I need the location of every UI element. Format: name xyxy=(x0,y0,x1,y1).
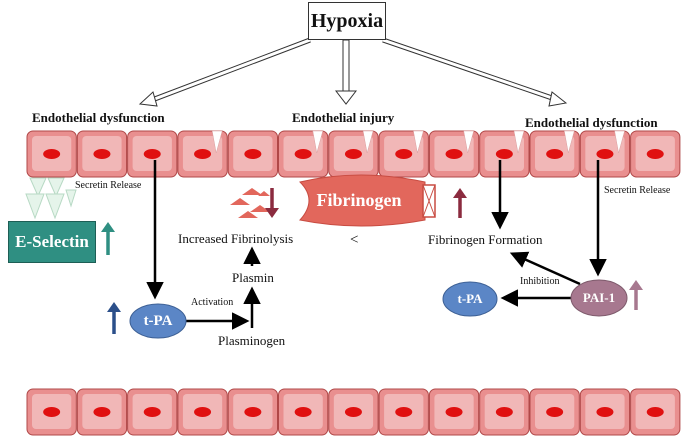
endothelial-cell-row-bottom xyxy=(26,388,681,436)
fibrinogen-label: Fibrinogen xyxy=(316,189,402,210)
injury-gap xyxy=(312,130,324,154)
cell-nucleus xyxy=(244,149,262,159)
plasmin-label: Plasmin xyxy=(232,270,274,285)
e-selectin-box: E-Selectin xyxy=(8,221,96,263)
less-than-symbol: < xyxy=(350,232,359,248)
tpa-right-ellipse xyxy=(442,281,498,317)
endothelial-cell xyxy=(76,130,128,178)
activation-label: Activation xyxy=(191,297,234,308)
endothelial-cell xyxy=(127,388,178,436)
hypoxia-to-dysfunction-right-arrow xyxy=(382,37,568,107)
hypoxia-to-dysfunction-left-arrow xyxy=(138,37,311,107)
cell-nucleus xyxy=(294,407,312,417)
e-selectin-up-arrow xyxy=(101,222,115,255)
injury-gap xyxy=(513,130,525,154)
endothelial-cell xyxy=(529,388,580,436)
endothelial-cell-row-top xyxy=(26,130,681,178)
fibrin-fragments xyxy=(230,188,270,218)
e-selectin-secretion-arrows xyxy=(25,177,77,220)
pai1-label: PAI-1 xyxy=(582,290,616,305)
hypoxia-title: Hypoxia xyxy=(308,2,386,40)
cell-nucleus xyxy=(294,149,312,159)
tpa-up-arrow xyxy=(107,302,121,334)
tpa-left-label: t-PA xyxy=(143,312,173,329)
endothelial-cell xyxy=(278,388,329,436)
cell-nucleus xyxy=(395,149,413,159)
endothelial-cell xyxy=(630,388,681,436)
increased-fibrinolysis-label: Increased Fibrinolysis xyxy=(178,231,294,246)
endothelial-cell xyxy=(479,388,530,436)
cell-nucleus xyxy=(646,407,664,417)
fibrinogen-down-arrow xyxy=(265,188,279,218)
cell-nucleus xyxy=(344,149,362,159)
secretin-release-left-label: Secretin Release xyxy=(75,180,142,191)
pai1-ellipse xyxy=(570,279,628,317)
endothelial-cell xyxy=(579,388,631,436)
cell-nucleus xyxy=(596,149,614,159)
cell-nucleus xyxy=(495,407,513,417)
cell-nucleus xyxy=(194,407,212,417)
cell-nucleus xyxy=(93,407,111,417)
endothelial-cell xyxy=(26,388,77,436)
injury-gap xyxy=(413,130,424,154)
cell-nucleus xyxy=(546,407,564,417)
endothelial-cell xyxy=(177,388,228,436)
fibrinogen-molecule xyxy=(299,174,436,227)
injury-gap xyxy=(614,130,625,154)
cell-nucleus xyxy=(344,407,362,417)
pai1-to-fibrinogen-formation-arrow xyxy=(509,251,581,286)
inhibition-label: Inhibition xyxy=(520,276,560,287)
endothelial-dysfunction-left-label: Endothelial dysfunction xyxy=(32,110,165,125)
injury-gap xyxy=(564,130,575,154)
cell-nucleus xyxy=(495,149,513,159)
injury-gap xyxy=(463,130,475,154)
plasminogen-label: Plasminogen xyxy=(218,333,286,348)
cell-nucleus xyxy=(445,407,463,417)
fibrinogen-formation-label: Fibrinogen Formation xyxy=(428,232,543,247)
pai1-up-arrow xyxy=(629,280,643,310)
cell-nucleus xyxy=(194,149,212,159)
secretin-release-right-label: Secretin Release xyxy=(604,185,671,196)
endothelial-cell xyxy=(227,388,278,436)
endothelial-injury-label: Endothelial injury xyxy=(292,110,395,125)
cell-nucleus xyxy=(395,407,413,417)
endothelial-cell xyxy=(26,130,77,178)
cell-nucleus xyxy=(93,149,111,159)
injury-gap xyxy=(211,130,223,154)
tpa-left-ellipse xyxy=(129,303,187,339)
cell-nucleus xyxy=(43,149,61,159)
cell-nucleus xyxy=(143,149,161,159)
endothelial-cell xyxy=(630,130,681,178)
endothelial-cell xyxy=(428,388,480,436)
hypoxia-to-injury-arrow xyxy=(334,39,358,105)
tpa-right-label: t-PA xyxy=(457,291,483,306)
cell-nucleus xyxy=(546,149,564,159)
injury-gap xyxy=(362,130,374,154)
endothelial-dysfunction-right-label: Endothelial dysfunction xyxy=(525,115,658,130)
cell-nucleus xyxy=(596,407,614,417)
endothelial-cell xyxy=(227,130,278,178)
cell-nucleus xyxy=(143,407,161,417)
endothelial-cell xyxy=(127,130,178,178)
endothelial-cell xyxy=(328,388,379,436)
cell-nucleus xyxy=(244,407,262,417)
fibrinogen-formation-up-arrow xyxy=(453,188,467,218)
cell-nucleus xyxy=(646,149,664,159)
endothelial-cell xyxy=(76,388,128,436)
cell-nucleus xyxy=(445,149,463,159)
endothelial-injury-gaps xyxy=(211,130,625,154)
cell-nucleus xyxy=(43,407,61,417)
endothelial-cell xyxy=(378,388,429,436)
